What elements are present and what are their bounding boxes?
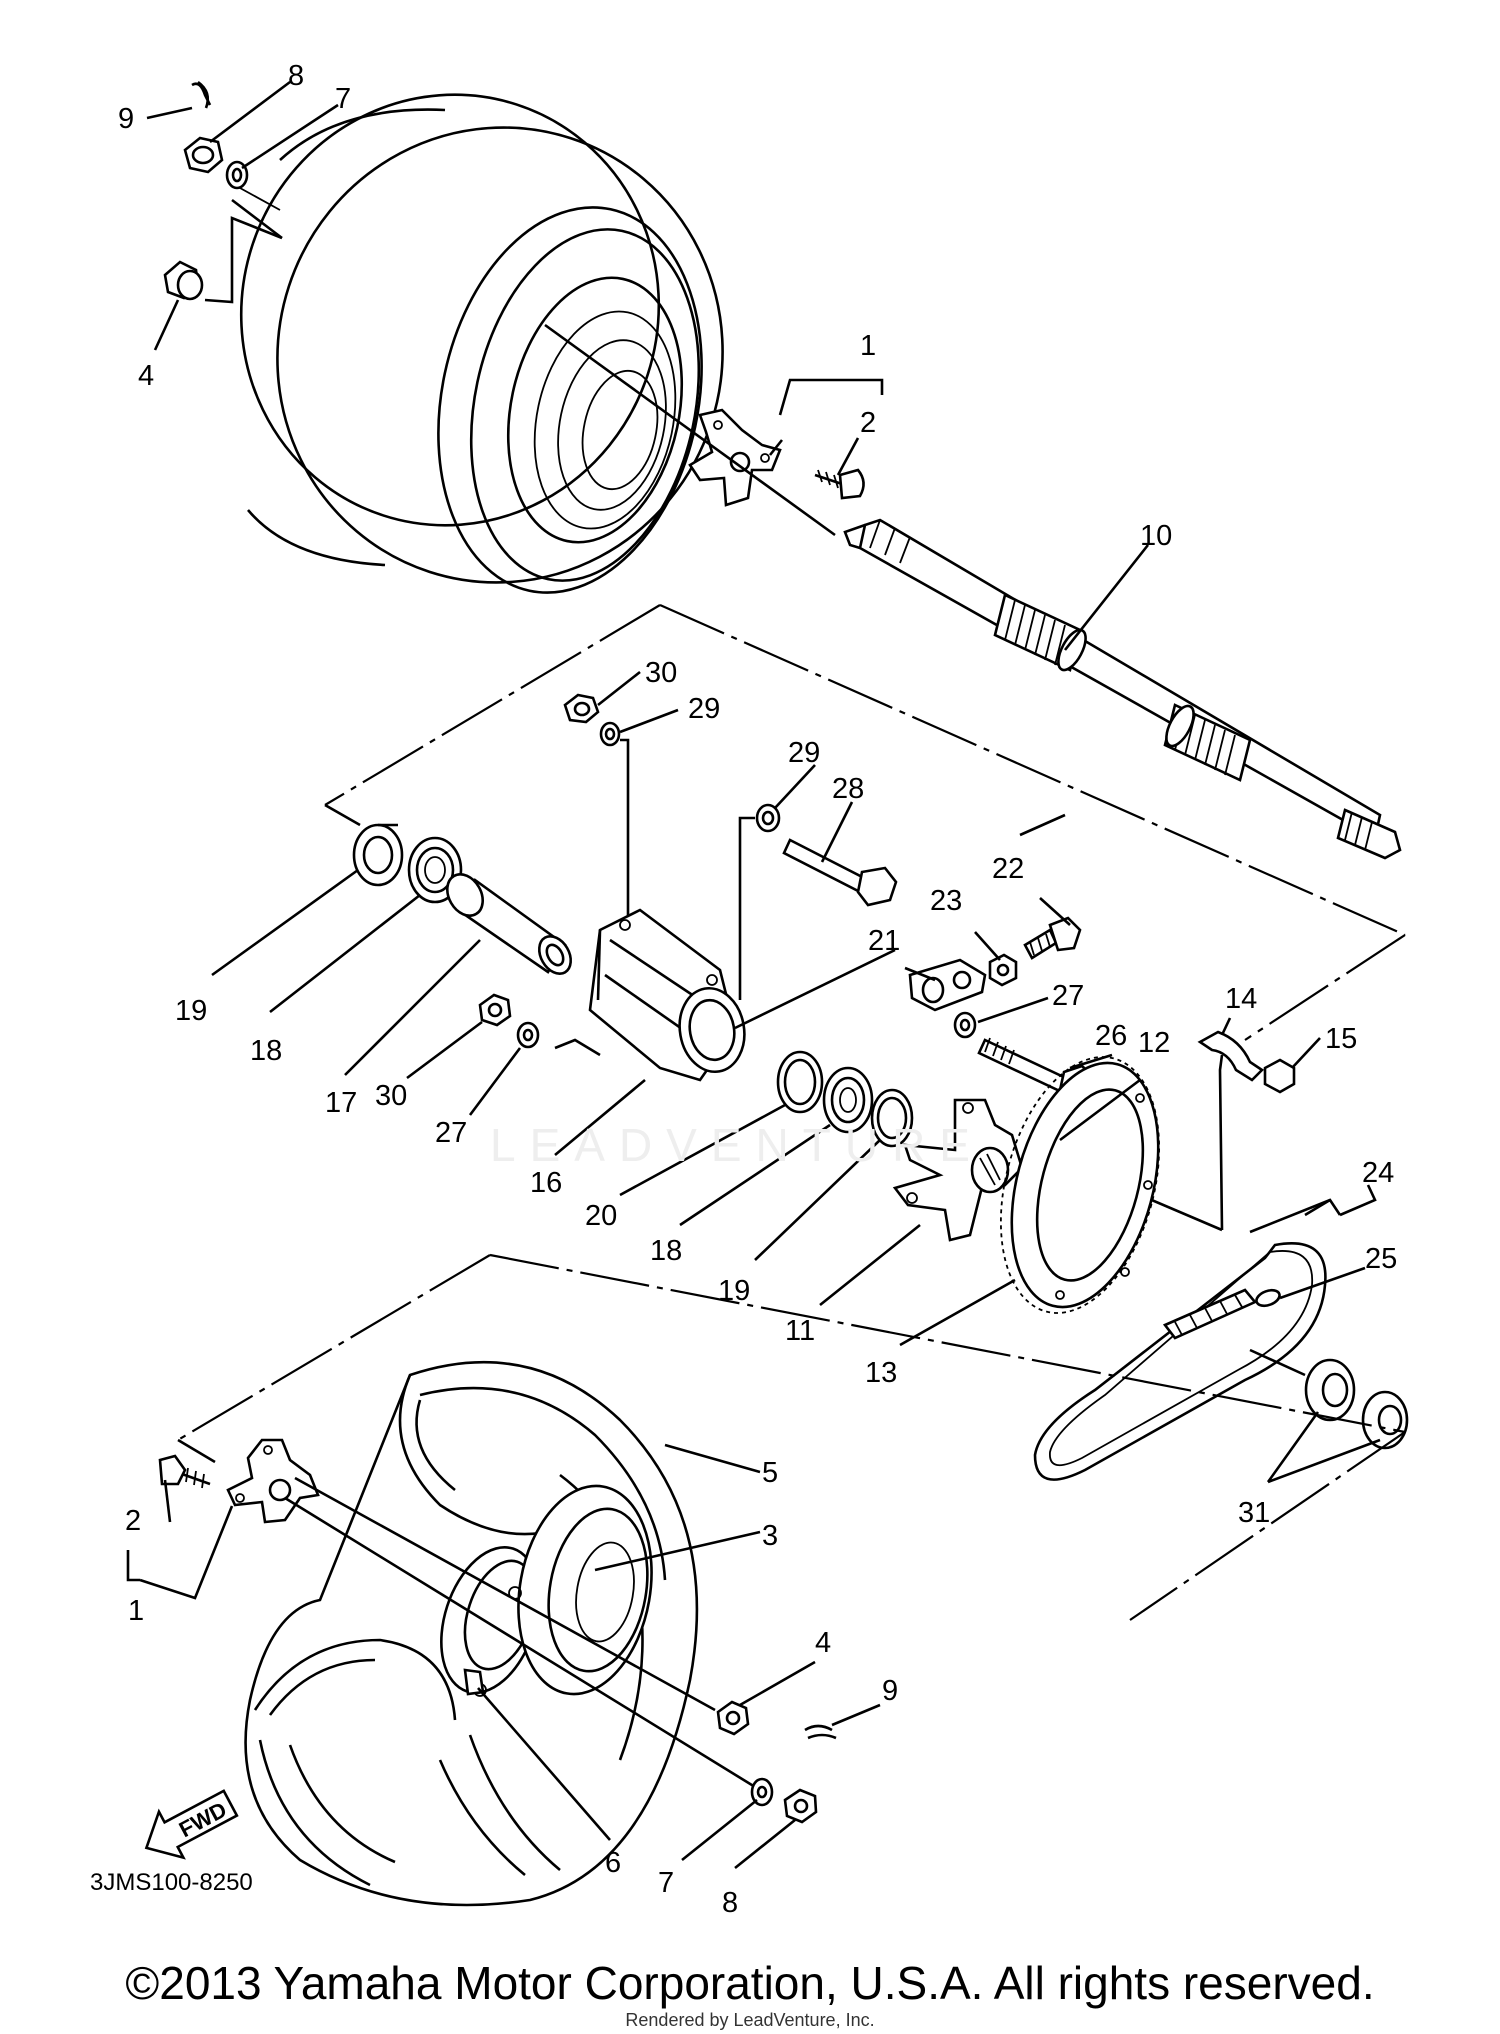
callout-5: 5 [762,1457,778,1489]
callout-30-top: 30 [645,657,677,689]
top-wheel-hub [688,408,782,507]
callout-20: 20 [585,1200,617,1232]
nut-30-lower [478,993,512,1027]
callout-29-top: 29 [688,693,720,725]
callout-19-right: 19 [718,1275,750,1307]
callout-18-left: 18 [250,1035,282,1067]
callout-31: 31 [1238,1497,1270,1529]
axle-housing-16 [588,908,746,1082]
callout-2-top: 2 [860,407,876,439]
bottom-wheel-hub [226,1438,320,1524]
top-left-fasteners [163,80,283,304]
housing-link-line [734,948,896,1030]
callout-1-top: 1 [860,330,876,362]
bottom-axis-line-b [284,1496,761,1792]
callout-18-right: 18 [650,1235,682,1267]
washer-29-right [738,803,781,1000]
callout-11: 11 [785,1315,815,1347]
bottom-axis-line-a [294,1476,716,1712]
adjuster-21 [908,958,987,1012]
callout-30-lower: 30 [375,1080,407,1112]
washer-27-right [953,1011,977,1039]
callout-29-right: 29 [788,737,820,769]
callout-4-bottom: 4 [815,1627,831,1659]
middle-assembly-frame [324,603,1406,1041]
top-axis-line [544,323,836,537]
nut-23 [988,953,1018,987]
callout-16: 16 [530,1167,562,1199]
fwd-arrow-icon: FWD [144,1789,239,1860]
hub-bolt-bottom [158,1454,211,1489]
washer-7-bottom [750,1777,774,1807]
bearing-18-right [822,1066,874,1134]
sprocket-hub-11 [892,1098,1024,1242]
spacer-17 [446,873,573,975]
nut-8-bottom [783,1788,818,1824]
roller-link-line [1249,1348,1306,1377]
callout-26: 26 [1095,1020,1127,1052]
clamp-link-line [1139,1193,1223,1232]
part-code: 3JMS100-8250 [90,1869,253,1896]
callout-12: 12 [1138,1027,1170,1059]
bolt-28 [782,838,898,907]
callout-22: 22 [992,853,1024,885]
master-link-25 [1255,1288,1281,1308]
lower-assembly-frame [177,1253,1406,1621]
roller-31 [1304,1358,1409,1450]
copyright-notice: ©2013 Yamaha Motor Corporation, U.S.A. A… [125,1957,1375,2009]
callout-19-left: 19 [175,995,207,1027]
callout-3: 3 [762,1520,778,1552]
callout-9-bottom: 9 [882,1675,898,1707]
clamp-14 [1197,1030,1265,1231]
chain-24 [1033,1242,1327,1481]
callout-2-bottom: 2 [125,1505,141,1537]
hub-bolt-top [814,468,865,500]
callout-10: 10 [1140,520,1172,552]
callout-27-right: 27 [1052,980,1084,1012]
nut-30-top [563,693,600,724]
bearing-19-left [352,823,404,887]
bottom-rear-tire [244,1360,699,1907]
callout-28: 28 [832,773,864,805]
callout-24: 24 [1362,1157,1394,1189]
nut-4-bottom [716,1700,750,1736]
nut-15 [1263,1058,1296,1094]
top-rear-tire [239,93,724,594]
watermark: LEADVENTURE [490,1119,984,1171]
callout-21: 21 [868,925,900,957]
callout-labels: 9 8 7 4 1 2 10 30 29 29 28 22 23 21 27 2… [118,60,1397,1919]
callout-23: 23 [930,885,962,917]
callout-8-top: 8 [288,60,304,92]
cotter-pin-9-bottom [804,1724,837,1740]
callout-9-top: 9 [118,103,134,135]
callout-14: 14 [1225,983,1257,1015]
callout-4-top: 4 [138,360,154,392]
seal-20 [776,1050,824,1114]
callout-7-bottom: 7 [658,1867,674,1899]
washer-27-lower [516,1021,601,1057]
callout-13: 13 [865,1357,897,1389]
callout-25: 25 [1365,1243,1397,1275]
chain-bracket-24 [1249,1198,1342,1234]
sprocket-13 [999,1056,1161,1314]
callout-15: 15 [1325,1023,1357,1055]
callout-7-top: 7 [335,83,351,115]
bearing-19-right [870,1088,914,1148]
rear-axle [843,518,1402,860]
callout-6: 6 [605,1847,621,1879]
washer-29-top [599,721,630,950]
callout-17: 17 [325,1087,357,1119]
callout-27-lower: 27 [435,1117,467,1149]
bolt-22 [1023,916,1082,960]
leader-lines [126,80,1381,1870]
rendered-by-note: Rendered by LeadVenture, Inc. [625,2010,875,2030]
callout-8-bottom: 8 [722,1887,738,1919]
callout-1-bottom: 1 [128,1595,144,1627]
